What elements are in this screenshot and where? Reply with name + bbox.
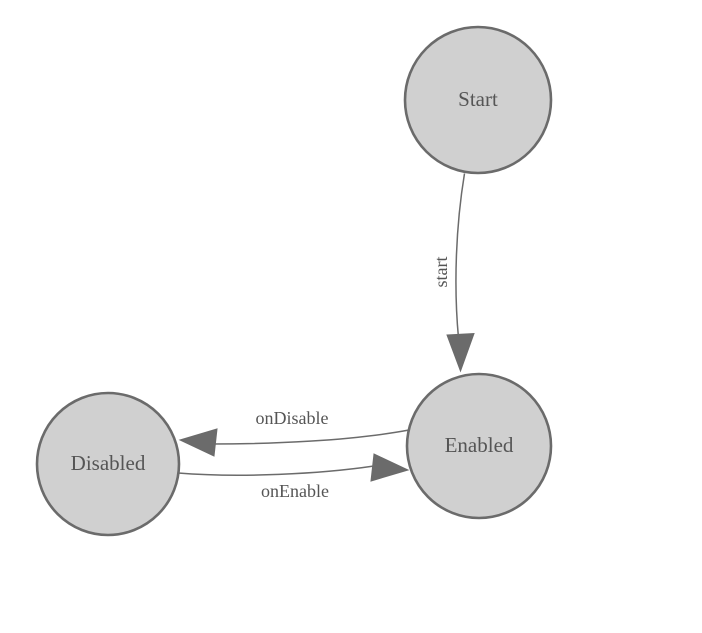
edge-enabled-to-disabled-path	[209, 429, 410, 445]
node-start-circle	[403, 25, 553, 175]
edge-enabled-to-disabled[interactable]: onDisable	[178, 408, 410, 457]
edge-start-to-enabled-path	[455, 173, 466, 339]
node-enabled[interactable]: Enabled	[405, 372, 553, 520]
edge-disabled-to-enabled-arrowhead	[370, 453, 410, 482]
node-enabled-circle	[405, 372, 553, 520]
edge-start-to-enabled-label: start	[431, 257, 451, 288]
node-disabled[interactable]: Disabled	[35, 391, 181, 537]
edge-disabled-to-enabled-path	[177, 465, 375, 476]
edge-enabled-to-disabled-label: onDisable	[256, 408, 329, 428]
edge-start-to-enabled-arrowhead	[446, 332, 475, 373]
edge-disabled-to-enabled-label: onEnable	[261, 481, 329, 501]
node-start-label: Start	[458, 87, 498, 111]
node-disabled-circle	[35, 391, 181, 537]
node-enabled-label: Enabled	[445, 433, 514, 457]
edge-disabled-to-enabled[interactable]: onEnable	[177, 453, 410, 501]
node-start[interactable]: Start	[403, 25, 553, 175]
edge-start-to-enabled[interactable]: start	[431, 173, 475, 373]
edge-enabled-to-disabled-arrowhead	[178, 428, 218, 457]
node-disabled-label: Disabled	[71, 451, 146, 475]
